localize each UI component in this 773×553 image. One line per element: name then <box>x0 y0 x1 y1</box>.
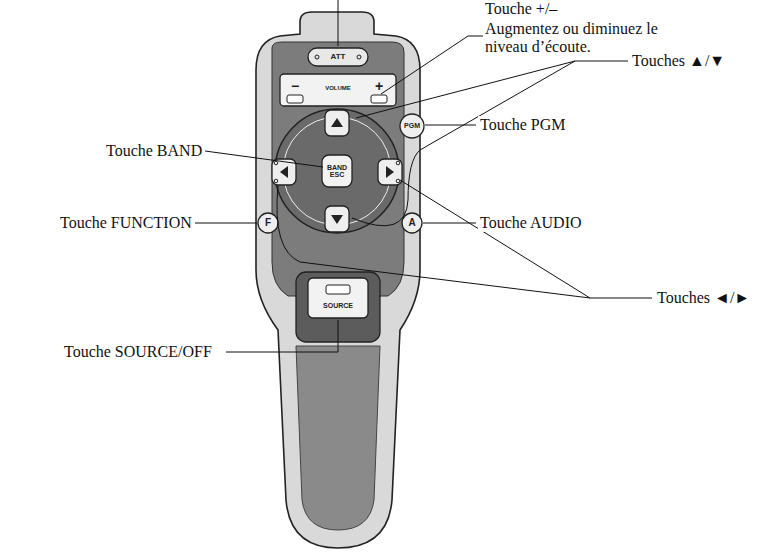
callout-label: Touche AUDIO <box>478 214 584 232</box>
callout-label: Touches ◄/► <box>655 289 752 307</box>
remote-body <box>256 12 420 548</box>
callout-label: Touche +/– <box>483 0 559 18</box>
button-text: F <box>265 218 271 229</box>
callout-label: Touche FUNCTION <box>58 214 194 232</box>
callout-label: Touche BAND <box>104 142 204 160</box>
button-text: PGM <box>404 122 420 129</box>
remote-lower <box>296 346 380 530</box>
remote-face <box>272 42 404 296</box>
button-symbol: − <box>291 79 299 94</box>
callout-label: Touche PGM <box>478 116 568 134</box>
button-symbol: + <box>375 79 383 94</box>
button-text: VOLUME <box>325 85 351 91</box>
callout-label: Touche SOURCE/OFF <box>62 343 214 361</box>
button-text: ATT <box>331 53 346 61</box>
button-text: SOURCE <box>323 302 353 309</box>
callout-note: Augmentez ou diminuez le niveau d’écoute… <box>483 20 687 56</box>
button-text: BAND ESC <box>326 164 348 179</box>
button-text: A <box>408 218 415 229</box>
callout-label: Touches ▲/▼ <box>630 52 727 70</box>
